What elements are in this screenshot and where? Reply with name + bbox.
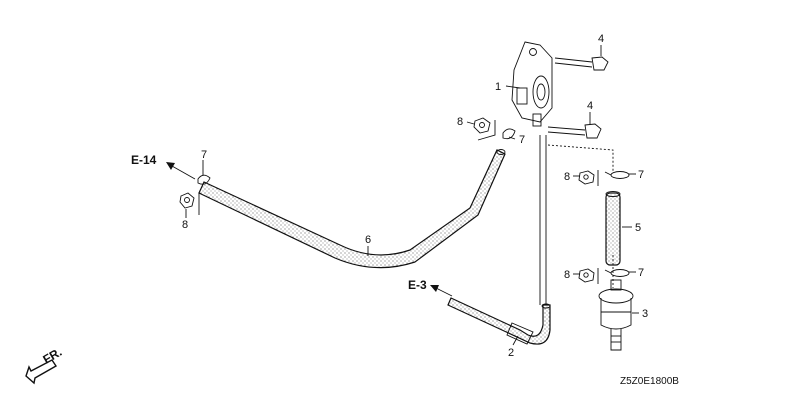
nut-8-b (179, 192, 200, 215)
clip-7-b (502, 128, 516, 140)
clip-7-d (604, 269, 630, 277)
nut-8-c (578, 170, 599, 186)
fuel-filter-3 (598, 279, 634, 351)
callout-2: 2 (508, 347, 514, 359)
callout-1: 1 (495, 81, 501, 93)
callout-7-upper-right: 7 (638, 169, 644, 181)
e3-arrow (430, 285, 453, 297)
callout-4-lower: 4 (587, 100, 593, 112)
callout-7-pump: 7 (519, 134, 525, 146)
reference-e3: E-3 (408, 278, 427, 292)
nut-8-d (578, 268, 599, 284)
clip-7-c (604, 171, 630, 179)
nut-8-a (473, 117, 496, 141)
fuel-hose-6 (198, 149, 506, 269)
fuel-line (539, 135, 547, 305)
callout-5: 5 (635, 222, 641, 234)
diagram-code: Z5Z0E1800B (620, 376, 679, 387)
callout-3: 3 (642, 308, 648, 320)
callout-4-upper: 4 (598, 33, 604, 45)
fuel-pump-1 (511, 41, 553, 127)
callout-7-lower-right: 7 (638, 267, 644, 279)
fuel-hose-5 (605, 191, 621, 266)
fuel-hose-2 (447, 297, 551, 345)
e14-arrow (166, 162, 196, 180)
bolt-4-upper (554, 56, 609, 71)
callout-8-lower-right: 8 (564, 269, 570, 281)
leader-lines (185, 45, 639, 346)
clip-7-a (197, 174, 211, 185)
front-direction-arrow-icon (25, 359, 57, 385)
bolt-4-lower (547, 123, 602, 139)
callout-8-left: 8 (182, 219, 188, 231)
reference-e14: E-14 (131, 153, 157, 167)
callout-7-left: 7 (201, 149, 207, 161)
front-label: FR. (41, 345, 65, 367)
reference-lines (547, 144, 614, 288)
callout-8-top: 8 (457, 116, 463, 128)
callout-8-upper-right: 8 (564, 171, 570, 183)
callout-6: 6 (365, 234, 371, 246)
